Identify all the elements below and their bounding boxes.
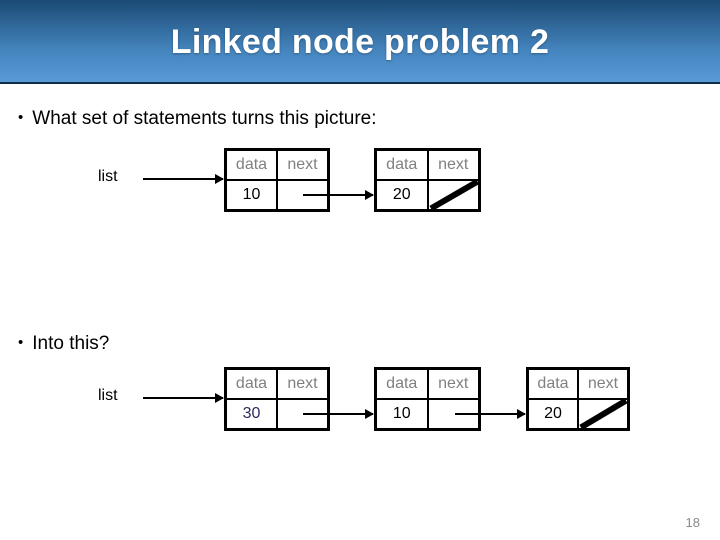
node-header-row: data next bbox=[377, 370, 478, 400]
bullet-item-1: • What set of statements turns this pictu… bbox=[18, 108, 377, 130]
pointer-label-list-after: list bbox=[98, 387, 118, 404]
node-header-row: data next bbox=[227, 151, 327, 181]
pointer-arrow-after bbox=[143, 393, 224, 403]
null-slash-icon bbox=[429, 181, 479, 209]
node-header-row: data next bbox=[227, 370, 327, 400]
node-value-row: 10 bbox=[227, 181, 327, 209]
next-arrow-before-1 bbox=[303, 190, 374, 200]
bullet-marker-icon: • bbox=[18, 334, 24, 351]
node-data-value: 10 bbox=[227, 181, 278, 209]
node-header-next: next bbox=[587, 375, 619, 392]
node-data-value: 20 bbox=[529, 400, 579, 428]
node-header-data: data bbox=[529, 370, 579, 398]
bullet-item-2: • Into this? bbox=[18, 333, 109, 355]
bullet-marker-icon: • bbox=[18, 109, 24, 126]
node-value-row: 20 bbox=[377, 181, 478, 209]
node-value-row: 20 bbox=[529, 400, 627, 428]
node-box: data next 10 bbox=[374, 367, 481, 431]
pointer-arrow-before bbox=[143, 174, 224, 184]
bullet-text-2: Into this? bbox=[32, 333, 110, 354]
node-data-value: 10 bbox=[377, 400, 429, 428]
next-arrow-after-2 bbox=[455, 409, 526, 419]
page-number: 18 bbox=[685, 515, 700, 530]
node-header-data: data bbox=[227, 151, 278, 179]
node-box: data next 20 bbox=[526, 367, 630, 431]
node-header-next: next bbox=[438, 375, 469, 392]
node-header-data: data bbox=[377, 151, 429, 179]
page-title: Linked node problem 2 bbox=[170, 22, 550, 61]
node-next-null bbox=[429, 181, 479, 209]
node-box: data next 30 bbox=[224, 367, 330, 431]
node-header-next: next bbox=[287, 375, 318, 392]
pointer-label-list-before: list bbox=[98, 168, 118, 185]
node-header-data: data bbox=[377, 370, 429, 398]
next-arrow-after-1 bbox=[303, 409, 374, 419]
bullet-text-1: What set of statements turns this pictur… bbox=[32, 108, 377, 129]
slide-title-bar: Linked node problem 2 bbox=[0, 0, 720, 84]
node-header-row: data next bbox=[529, 370, 627, 400]
node-value-row: 30 bbox=[227, 400, 327, 428]
node-value-row: 10 bbox=[377, 400, 478, 428]
node-header-next: next bbox=[438, 156, 469, 173]
node-box: data next 20 bbox=[374, 148, 481, 212]
node-data-value: 20 bbox=[377, 181, 429, 209]
node-header-data: data bbox=[227, 370, 278, 398]
node-box: data next 10 bbox=[224, 148, 330, 212]
node-next-null bbox=[579, 400, 627, 428]
node-header-next: next bbox=[287, 156, 318, 173]
node-data-value: 30 bbox=[227, 400, 278, 428]
null-slash-icon bbox=[579, 400, 627, 428]
node-header-row: data next bbox=[377, 151, 478, 181]
